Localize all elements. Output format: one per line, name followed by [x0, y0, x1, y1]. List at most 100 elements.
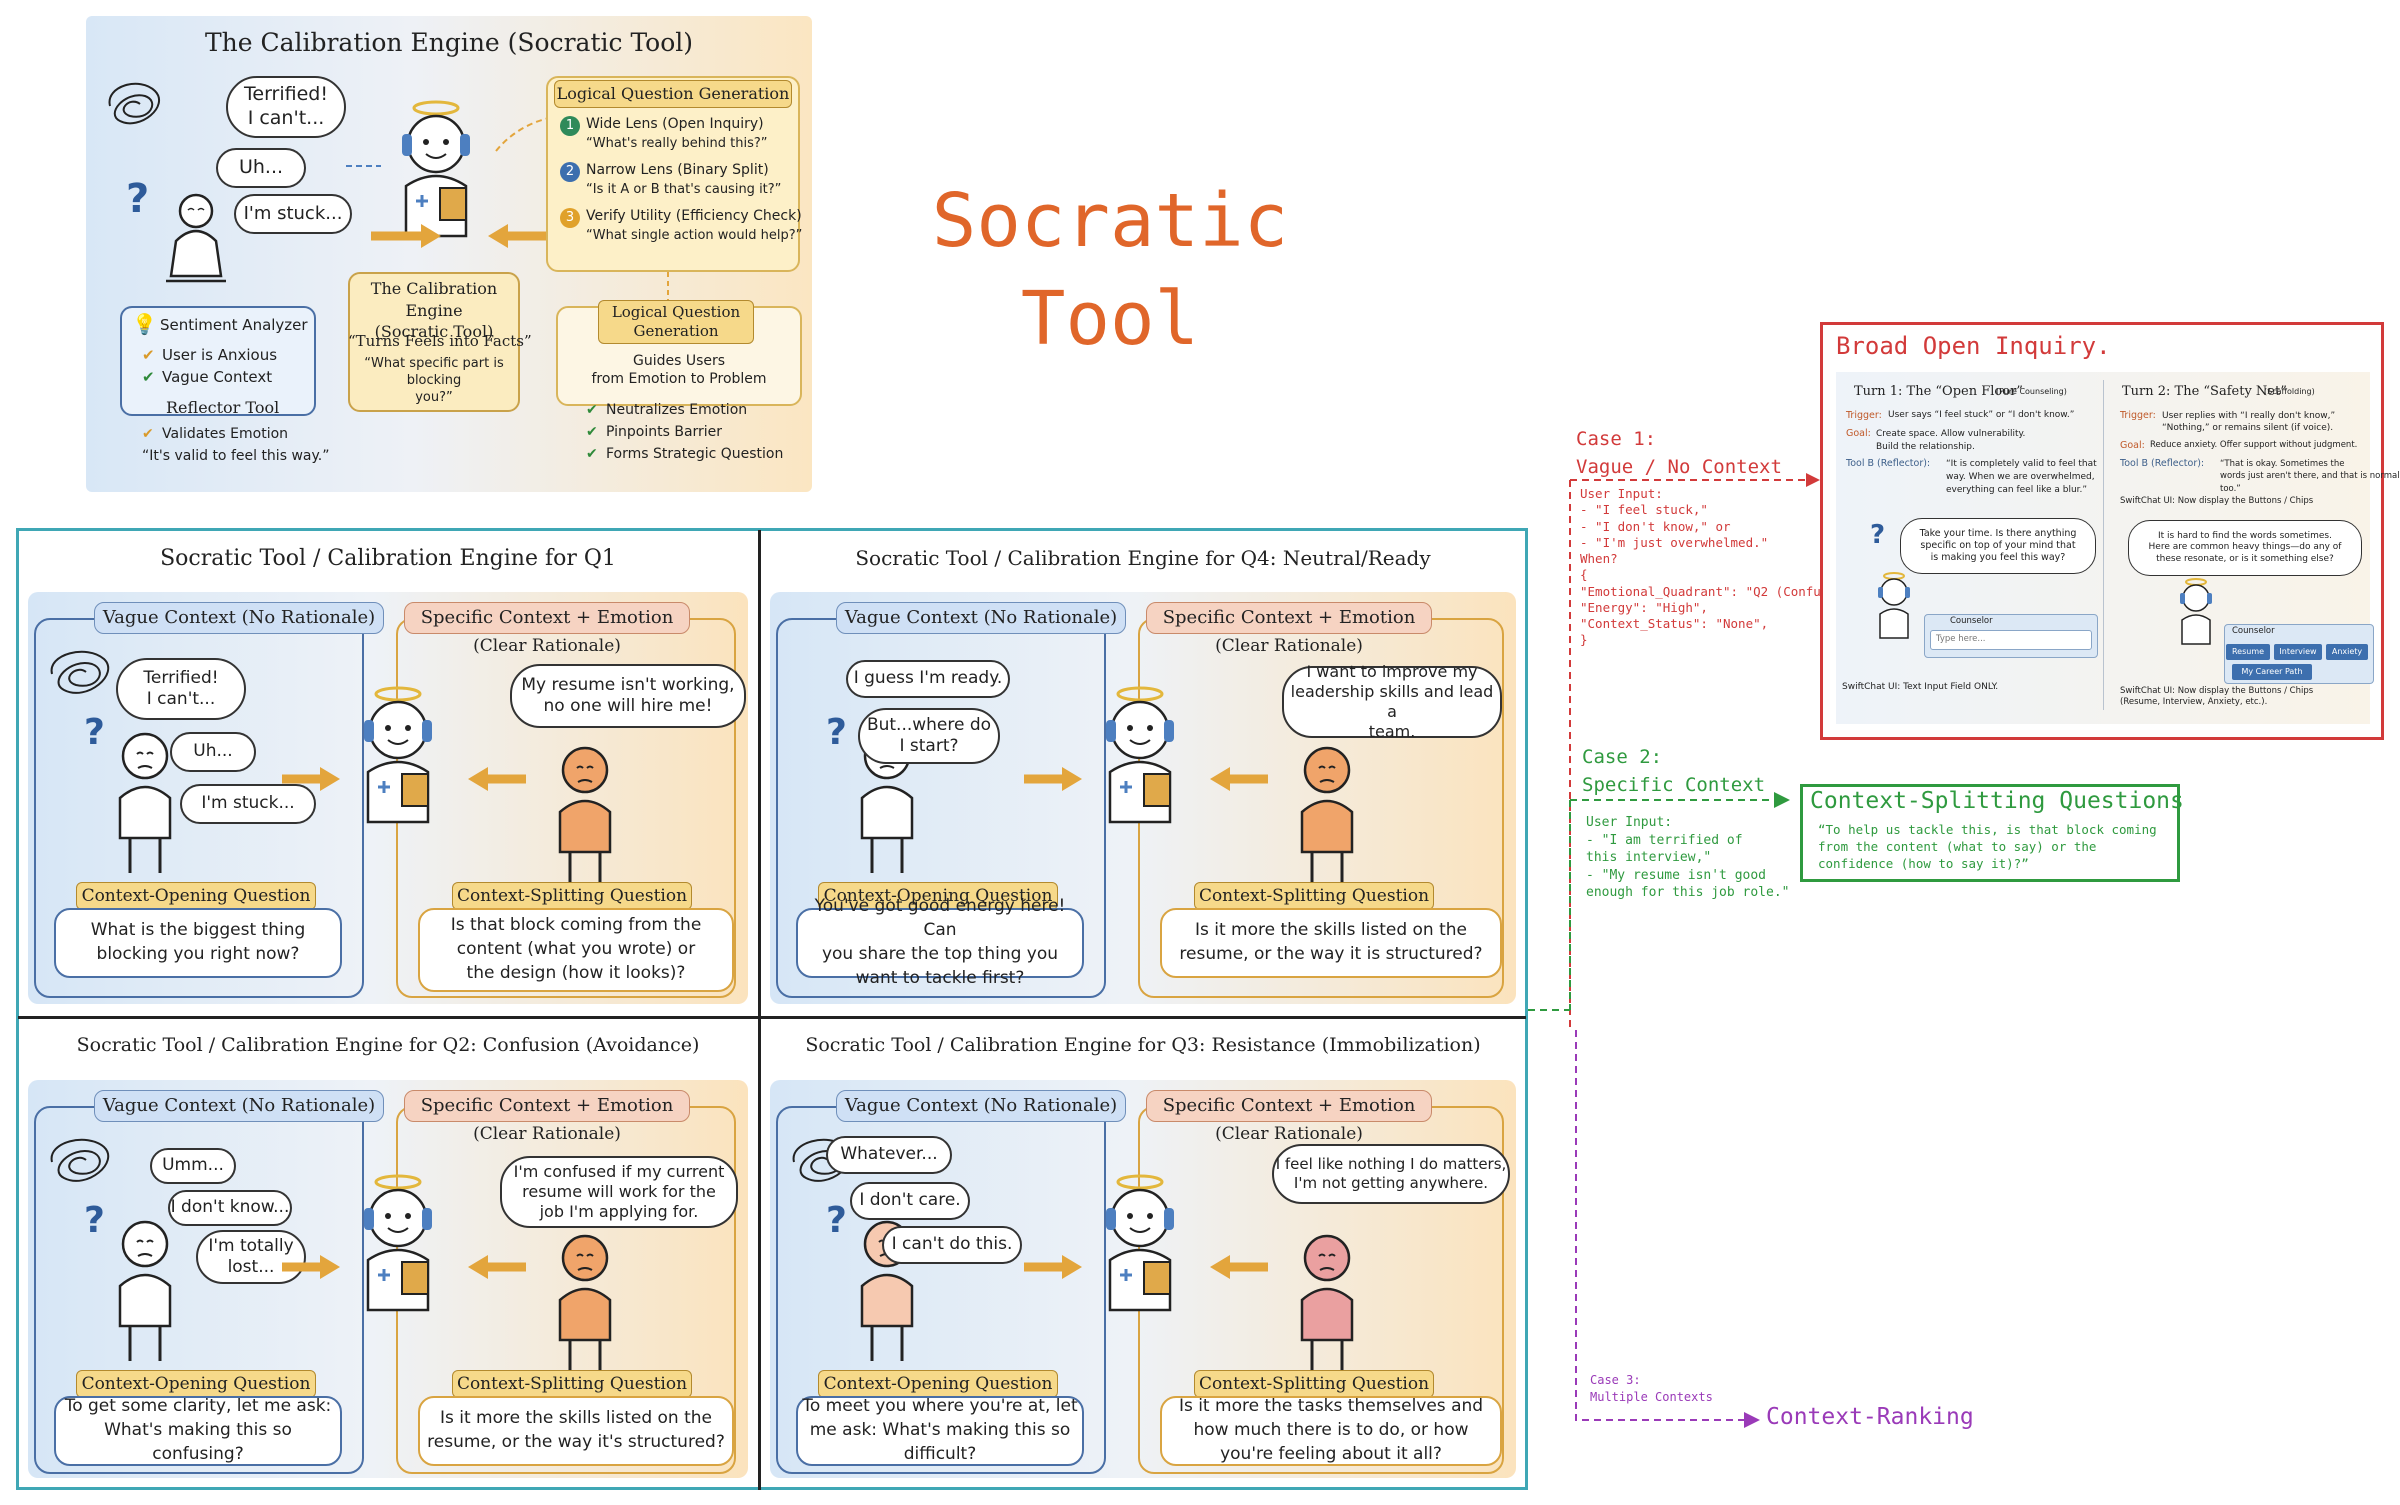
scribble-icon	[50, 1138, 110, 1182]
q1-opening-label: Context-Opening Question	[76, 882, 316, 910]
q3-opening-question: To meet you where you're at, let me ask:…	[796, 1396, 1084, 1466]
chip-career-path[interactable]: My Career Path	[2232, 664, 2312, 680]
engine-center-quote: “What specific part is blocking you?”	[364, 356, 504, 405]
frustrated-person-icon	[558, 746, 612, 887]
lqg2-sub: Guides Users from Emotion to Problem	[591, 353, 767, 388]
engine-center-box	[348, 272, 520, 412]
arrow-icon	[1024, 767, 1082, 791]
outcome-3: Forms Strategic Question	[606, 446, 784, 462]
anxious-person-icon	[118, 1220, 172, 1361]
q2-right-bubble: I'm confused if my current resume will w…	[500, 1156, 738, 1228]
q1-right-bubble: My resume isn't working, no one will hir…	[510, 664, 746, 728]
turn1-tool: “It is completely valid to feel that way…	[1946, 459, 2097, 496]
q2-splitting-question: Is it more the skills listed on the resu…	[418, 1396, 734, 1466]
sentiment-item-anxious: User is Anxious	[162, 346, 278, 364]
q1-opening-question: What is the biggest thing blocking you r…	[54, 908, 342, 978]
arrow-icon	[282, 1255, 340, 1279]
question-mark-icon: ?	[826, 712, 847, 753]
engine-title: The Calibration Engine (Socratic Tool)	[204, 28, 694, 57]
q3-splitting-label: Context-Splitting Question	[1194, 1370, 1434, 1398]
robot-counselor-icon	[364, 1174, 432, 1312]
engine-center-title: The Calibration Engine (Socratic Tool)	[370, 279, 498, 342]
engine-center-tagline: “Turns Feels into Facts”	[348, 332, 532, 350]
q1-title: Socratic Tool / Calibration Engine for Q…	[160, 546, 616, 571]
q3-vague-pill: Vague Context (No Rationale)	[836, 1090, 1126, 1122]
lightbulb-icon: 💡	[132, 312, 157, 336]
q4-splitting-question: Is it more the skills listed on the resu…	[1160, 908, 1502, 978]
lqg-quote-2: “Is it A or B that's causing it?”	[586, 182, 782, 197]
turn2-ui-top: SwiftChat UI: Now display the Buttons / …	[2120, 496, 2314, 506]
q4-panel: Socratic Tool / Calibration Engine for Q…	[762, 532, 1524, 1014]
turn1-title: Turn 1: The “Open Floor”	[1854, 384, 2023, 399]
sentiment-item-vague: Vague Context	[162, 368, 273, 386]
q3-clear-label: (Clear Rationale)	[1215, 1124, 1363, 1144]
turn2-goal: Reduce anxiety. Offer support without ju…	[2150, 440, 2358, 450]
chip-interview[interactable]: Interview	[2274, 644, 2322, 660]
sentiment-box	[120, 306, 316, 416]
turn1-input-placeholder: Type here...	[1936, 634, 1986, 644]
turn1-subtitle: (Pure Counseling)	[1996, 387, 2067, 396]
lqg-header: Logical Question Generation	[554, 80, 792, 108]
lqg-quote-3: “What single action would help?”	[586, 228, 803, 243]
anxious-person-icon	[166, 193, 226, 283]
q2-splitting-label: Context-Splitting Question	[452, 1370, 692, 1398]
q1-splitting-question: Is that block coming from the content (w…	[418, 908, 734, 992]
arrow-icon	[1210, 767, 1268, 791]
quadrant-divider-h	[18, 1016, 1526, 1019]
turn1-goal: Create space. Allow vulnerability. Build…	[1876, 429, 2026, 452]
chip-resume[interactable]: Resume	[2226, 644, 2270, 660]
q3-title: Socratic Tool / Calibration Engine for Q…	[805, 1034, 1481, 1056]
check-icon: ✔	[142, 368, 155, 386]
q1-vague-pill: Vague Context (No Rationale)	[94, 602, 384, 634]
check-icon: ✔	[586, 446, 598, 462]
robot-counselor-icon	[1878, 572, 1910, 639]
q1-splitting-label: Context-Splitting Question	[452, 882, 692, 910]
main-title-line2: Tool	[1020, 276, 1200, 362]
q1-specific-pill: Specific Context + Emotion	[404, 602, 690, 634]
q2-specific-pill: Specific Context + Emotion	[404, 1090, 690, 1122]
main-title-line1: Socratic	[931, 178, 1289, 264]
question-mark-icon: ?	[84, 712, 105, 753]
engine-bubble-stuck: I'm stuck...	[234, 194, 352, 234]
turn2-tool: “That is okay. Sometimes the words just …	[2220, 459, 2400, 494]
q1-left-bubble-3: I'm stuck...	[180, 784, 316, 824]
arrow-icon	[468, 767, 526, 791]
q1-panel: Socratic Tool / Calibration Engine for Q…	[20, 532, 756, 1014]
q2-opening-question: To get some clarity, let me ask: What's …	[54, 1396, 342, 1466]
robot-counselor-icon	[364, 686, 432, 824]
q2-left-bubble-3: I'm totally lost...	[196, 1230, 306, 1284]
outcome-1: Neutralizes Emotion	[606, 402, 748, 418]
lqg-num-1: 1	[560, 116, 580, 136]
reflector-title: Reflector Tool	[166, 398, 280, 417]
chip-anxiety[interactable]: Anxiety	[2326, 644, 2368, 660]
lqg-quote-1: “What's really behind this?”	[586, 136, 768, 151]
outcome-2: Pinpoints Barrier	[606, 424, 723, 440]
q4-right-bubble: I want to improve my leadership skills a…	[1282, 662, 1502, 741]
check-icon: ✔	[586, 402, 598, 418]
q4-opening-label: Context-Opening Question	[818, 882, 1058, 910]
case-connectors	[1528, 473, 1820, 1428]
q3-specific-pill: Specific Context + Emotion	[1146, 1090, 1432, 1122]
q3-left-bubble-3: I can't do this.	[882, 1226, 1022, 1264]
lqg-label-1: Wide Lens (Open Inquiry)	[586, 116, 764, 132]
reflector-quote: “It's valid to feel this way.”	[142, 448, 330, 464]
q4-splitting-label: Context-Splitting Question	[1194, 882, 1434, 910]
turn1-text-input[interactable]	[1930, 630, 2092, 650]
calibration-engine-panel: The Calibration Engine (Socratic Tool) T…	[86, 16, 812, 492]
turn2-widget-title: Counselor	[2232, 626, 2275, 636]
arrow-icon	[1210, 1255, 1268, 1279]
lqg-label-3: Verify Utility (Efficiency Check)	[586, 208, 802, 224]
q3-panel: Socratic Tool / Calibration Engine for Q…	[762, 1020, 1524, 1488]
q2-left-bubble-2: I don't know...	[168, 1190, 292, 1226]
broad-inquiry-title: Broad Open Inquiry.	[1836, 332, 2111, 360]
lqg-num-2: 2	[560, 162, 580, 182]
check-icon: ✔	[142, 346, 155, 364]
q2-opening-label: Context-Opening Question	[76, 1370, 316, 1398]
robot-counselor-icon	[1106, 1174, 1174, 1312]
turn1-tool-label: Tool B (Reflector):	[1846, 458, 1931, 469]
turn2-ui-note: SwiftChat UI: Now display the Buttons / …	[2120, 686, 2314, 708]
q2-left-bubble-1: Umm...	[150, 1148, 236, 1184]
question-mark-icon: ?	[826, 1200, 847, 1241]
q1-left-bubble-1: Terrified! I can't...	[116, 658, 246, 720]
q4-specific-pill: Specific Context + Emotion	[1146, 602, 1432, 634]
